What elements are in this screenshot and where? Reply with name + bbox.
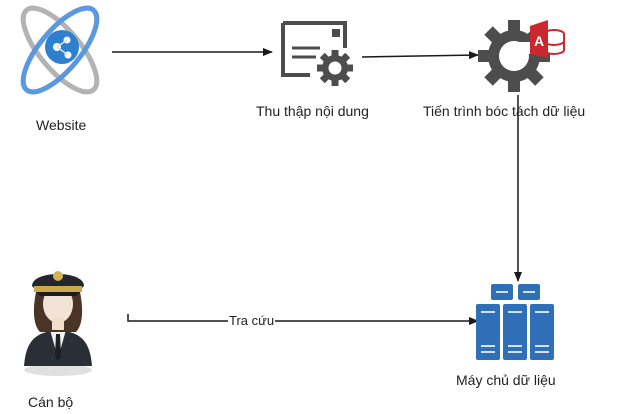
edge-officer-to-server — [127, 314, 479, 325]
website-globe-icon — [20, 5, 100, 95]
officer-avatar-icon — [24, 271, 92, 376]
svg-text:A: A — [534, 33, 544, 49]
access-icon: A — [530, 20, 565, 58]
node-label-collect: Thu thập nội dung — [256, 103, 369, 119]
node-label-server: Máy chủ dữ liệu — [456, 372, 556, 388]
node-label-website: Website — [36, 117, 87, 133]
node-label-officer: Cán bộ — [28, 394, 74, 410]
gear-database-icon: A — [478, 20, 565, 92]
document-gear-icon — [281, 21, 353, 86]
edge-collect-to-extract — [361, 51, 479, 60]
server-rack-icon — [476, 284, 554, 360]
edge-label-lookup: Tra cứu — [228, 313, 276, 328]
node-label-extract: Tiến trình bóc tách dữ liệu — [423, 103, 586, 119]
